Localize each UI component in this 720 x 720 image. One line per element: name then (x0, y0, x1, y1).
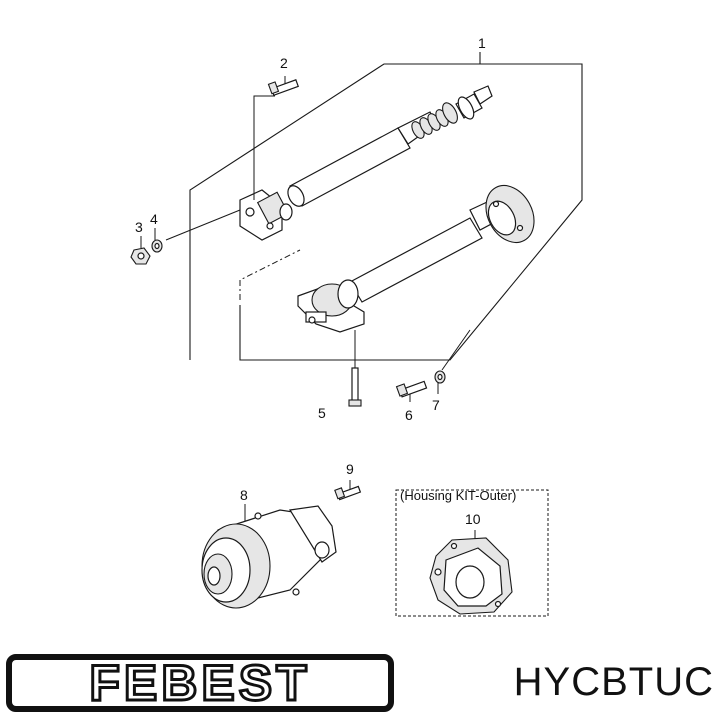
bolt-6 (395, 380, 428, 398)
rear-propeller-shaft (297, 185, 535, 333)
kit-label: (Housing KIT-Outer) (400, 488, 516, 503)
callout-4: 4 (150, 211, 158, 227)
bolt-2 (267, 79, 300, 97)
assembly-frame-1 (189, 52, 583, 361)
washer-7 (434, 370, 446, 384)
nut-3 (130, 247, 151, 265)
front-yoke (239, 189, 293, 241)
housing-kit-box: (Housing KIT-Outer) (395, 488, 549, 617)
callout-10: 10 (465, 511, 481, 527)
part-code: HYCBTUC (513, 660, 714, 704)
callout-8: 8 (240, 487, 248, 503)
center-bearing (297, 279, 365, 333)
callout-3: 3 (135, 219, 143, 235)
spline-boot (411, 102, 458, 139)
brand-bar: FEBEST HYCBTUC (0, 648, 720, 720)
front-propeller-shaft (239, 85, 493, 241)
callout-6: 6 (405, 407, 413, 423)
housing-10 (429, 537, 513, 615)
bolt-5 (348, 367, 362, 407)
bearing-unit-8 (201, 505, 337, 609)
washer-4 (151, 239, 163, 253)
logo-text: FEBEST (88, 655, 311, 711)
callout-1: 1 (478, 35, 486, 51)
callout-5: 5 (318, 405, 326, 421)
bolt-9 (334, 485, 362, 501)
callout-2: 2 (280, 55, 288, 71)
rear-flange (485, 185, 535, 243)
callout-7: 7 (432, 397, 440, 413)
callout-9: 9 (346, 461, 354, 477)
febest-logo: FEBEST (6, 654, 394, 712)
